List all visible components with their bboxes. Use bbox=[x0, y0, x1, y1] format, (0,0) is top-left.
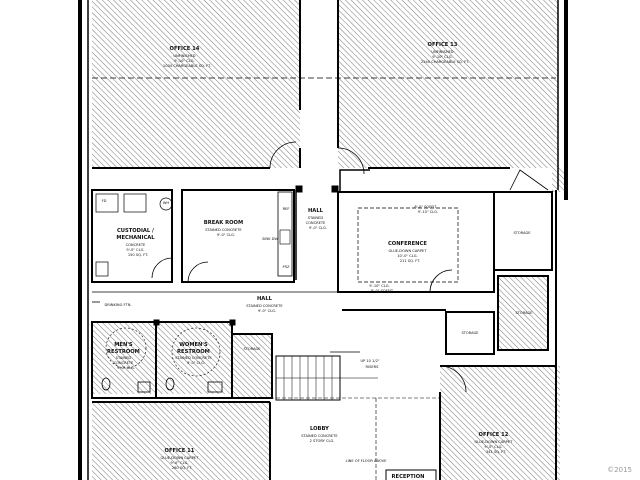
office-11-hatch bbox=[92, 402, 270, 480]
custodial-label: CUSTODIAL / MECHANICAL CONCRETE 9'-0" CL… bbox=[116, 217, 159, 257]
womens-restroom-label: WOMEN'S RESTROOM STAINED CONCRETE 9'-0" … bbox=[175, 331, 216, 365]
upper-hall-label: HALL STAINED CONCRETE 9'-0" CLG. bbox=[306, 197, 331, 230]
storage-lower-right-hatch bbox=[498, 276, 548, 350]
risers-label: RISERS bbox=[366, 365, 380, 369]
storage-left-hatch bbox=[232, 334, 272, 398]
freezer-label: FRZ bbox=[282, 265, 290, 269]
annotation-labels: STORAGE STORAGE STORAGE STORAGE DRINKING… bbox=[102, 199, 534, 463]
drinking-fountain-label: DRINKING FTN. bbox=[104, 303, 131, 307]
office-13-label: OFFICE 13 UNFINISHED 9'-10" CLG. 2240 CH… bbox=[421, 31, 469, 64]
soffit-bottom-label: 9'-10" CLG. 8'-0" SOFFIT bbox=[369, 272, 394, 293]
storage-lower-right-label: STORAGE bbox=[515, 311, 533, 315]
sink-dw-label: SINK DW bbox=[262, 237, 278, 241]
walls bbox=[78, 0, 568, 480]
office-13-hatch bbox=[338, 0, 558, 168]
refrigerator-label: REF bbox=[283, 207, 290, 211]
room-labels: OFFICE 14 UNFINISHED 9'-10" CLG. 1034 CH… bbox=[107, 31, 518, 480]
mens-restroom-label: MEN'S RESTROOM STAINED CONCRETE 9'-0" CL… bbox=[107, 331, 145, 370]
floor-above-label: LINE OF FLOOR ABOVE bbox=[346, 459, 388, 463]
lobby-label: LOBBY STAINED CONCRETE 2 STORY CLG. bbox=[301, 415, 342, 443]
storage-mid-label: STORAGE bbox=[461, 331, 479, 335]
mechanical-equipment bbox=[95, 193, 173, 277]
soffit-top-label: 8'-0" SOFFIT 9'-10" CLG. bbox=[414, 193, 441, 214]
storage-right-label: STORAGE bbox=[513, 231, 531, 235]
conference-label: CONFERENCE GLUE-DOWN CARPET 10'-0" CLG. … bbox=[388, 230, 432, 263]
office-11-label: OFFICE 11 GLUE-DOWN CARPET 9'-0" CLG. 26… bbox=[161, 437, 204, 470]
main-hall-label: HALL STAINED CONCRETE 9'-0" CLG. bbox=[246, 285, 287, 313]
office-12-hatch bbox=[440, 366, 560, 480]
break-room-label: BREAK ROOM STAINED CONCRETE 9'-0" CLG. bbox=[204, 209, 248, 237]
watermark: ©2015 bbox=[607, 466, 632, 474]
stairs-up-label: UP 10 1/2" bbox=[360, 359, 379, 363]
fd-label: FD bbox=[102, 199, 107, 203]
office-14-hatch bbox=[92, 0, 300, 168]
reception-label: RECEPTION bbox=[392, 474, 425, 480]
storage-left-label: STORAGE bbox=[243, 347, 261, 351]
office-14-label: OFFICE 14 UNFINISHED 9'-10" CLG. 1034 CH… bbox=[163, 35, 211, 68]
office-12-label: OFFICE 12 GLUE-DOWN CARPET 9'-0" CLG. 34… bbox=[475, 421, 518, 454]
wh-label: WH bbox=[163, 201, 170, 205]
